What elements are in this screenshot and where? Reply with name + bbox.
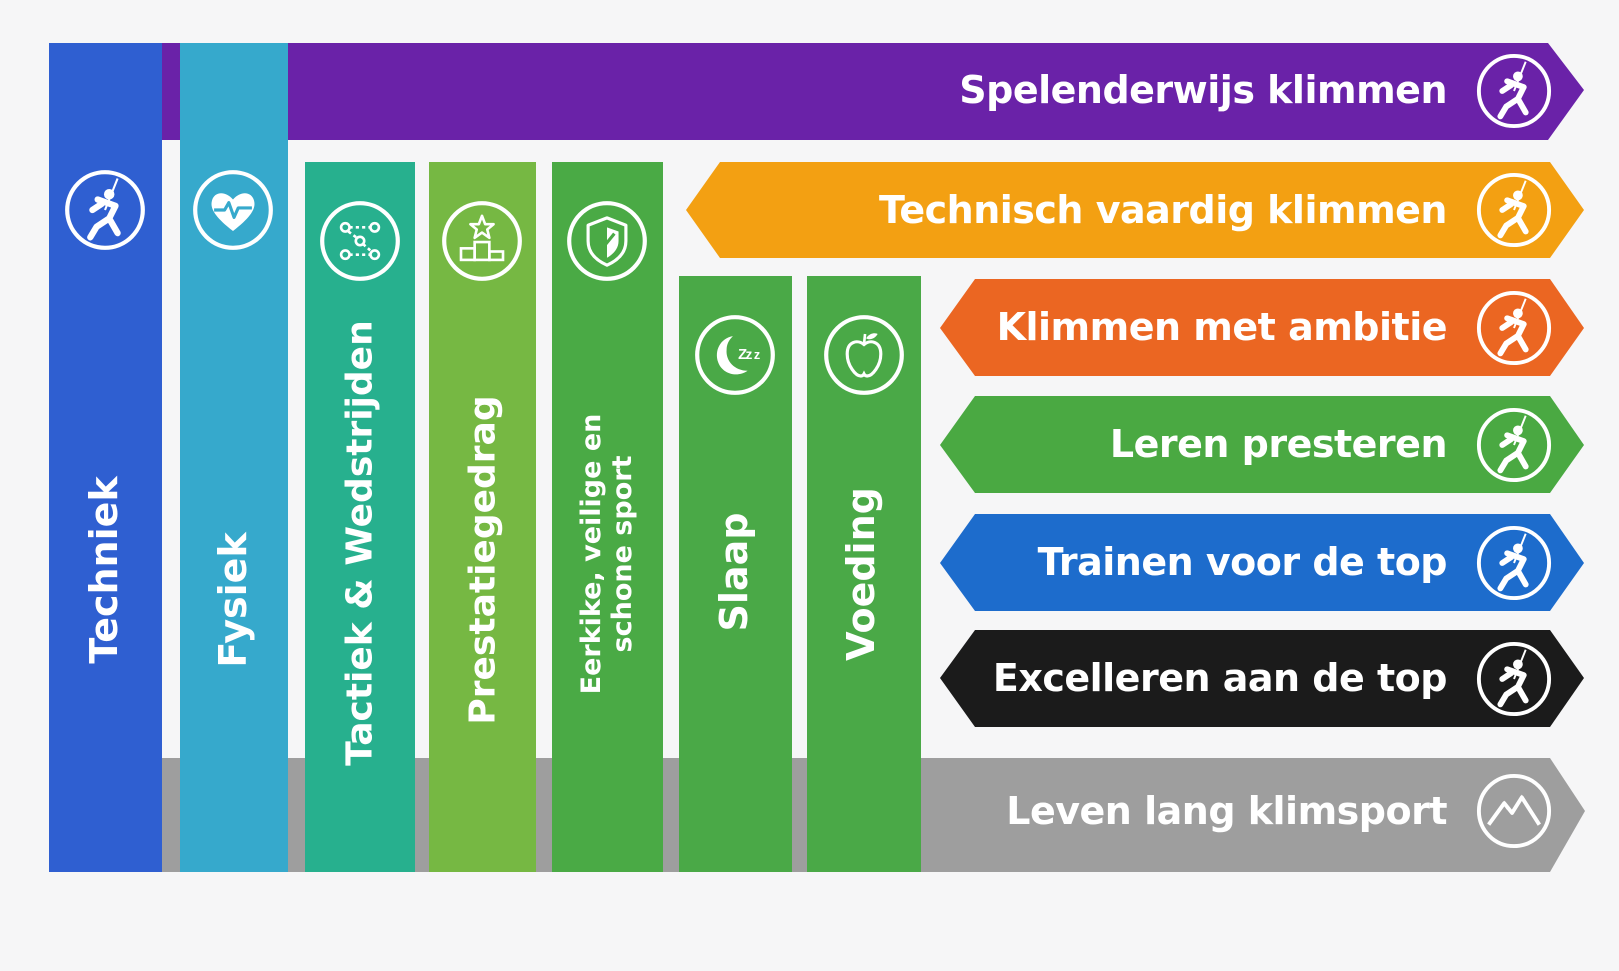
stage-label-trainen: Trainen voor de top (1037, 540, 1448, 584)
column-fysiek-shape (180, 43, 288, 872)
arrow-excelleren-shape (940, 630, 1584, 727)
climber-icon (1476, 172, 1552, 248)
column-techniek-shape (49, 43, 162, 872)
column-label-eerlijke: Eerkike, veilige en schone sport (576, 414, 638, 695)
stage-label-leven: Leven lang klimsport (1006, 789, 1447, 833)
column-label-slaap: Slaap (712, 512, 757, 632)
column-label-eerlijke-line1: Eerkike, veilige en (575, 413, 607, 695)
column-label-fysiek: Fysiek (211, 532, 256, 668)
arrow-spelenderwijs-shape (160, 43, 1584, 140)
column-slaap-shape (679, 276, 792, 872)
stage-label-technisch: Technisch vaardig klimmen (878, 188, 1448, 232)
climber-icon (1476, 53, 1552, 129)
climber-icon (65, 170, 145, 250)
column-label-prestatiegedrag: Prestatiegedrag (462, 395, 504, 725)
column-label-techniek: Techniek (82, 476, 127, 664)
mountain-icon (1476, 773, 1552, 849)
zzz-glyph: z (746, 347, 753, 362)
moon-zzz-icon: z Z z (695, 315, 775, 395)
podium-icon (442, 201, 522, 281)
strategy-icon (320, 201, 400, 281)
zzz-glyph: Z (738, 347, 747, 363)
stage-label-spelenderwijs: Spelenderwijs klimmen (959, 68, 1447, 112)
climber-icon (1476, 525, 1552, 601)
stage-label-excelleren: Excelleren aan de top (992, 656, 1448, 700)
climber-icon (1476, 290, 1552, 366)
column-label-eerlijke-line2: schone sport (607, 455, 638, 653)
arrow-leren-shape (940, 396, 1584, 493)
column-label-voeding: Voeding (839, 487, 884, 661)
climber-icon (1476, 407, 1552, 483)
climber-icon (1476, 641, 1552, 717)
apple-icon (824, 315, 904, 395)
arrow-technisch-shape (686, 162, 1584, 258)
shield-icon (567, 201, 647, 281)
arrow-trainen-shape (940, 514, 1584, 611)
heart-pulse-icon (193, 170, 273, 250)
zzz-glyph: z (754, 348, 760, 362)
arrow-ambitie-shape (940, 279, 1584, 376)
stage-label-ambitie: Klimmen met ambitie (996, 305, 1448, 349)
stage-label-leren: Leren presteren (1109, 422, 1448, 466)
column-label-tactiek: Tactiek & Wedstrijden (339, 320, 381, 766)
